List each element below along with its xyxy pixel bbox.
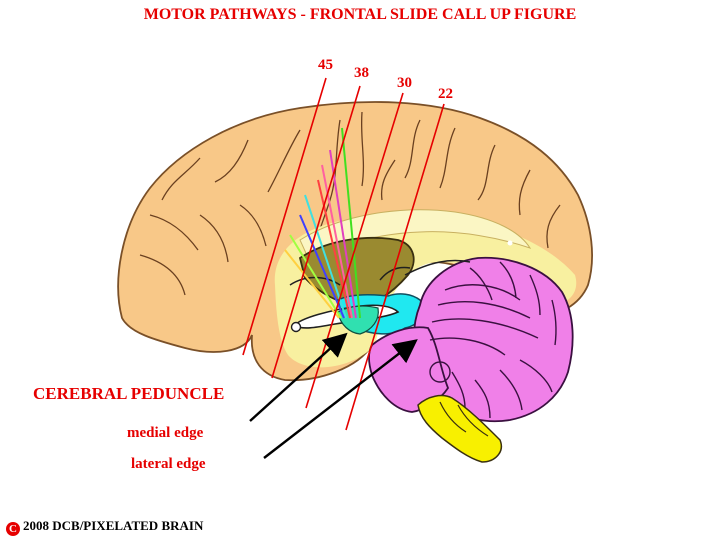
slice-label-22: 22 (438, 86, 453, 102)
slice-line-45 (242, 77, 327, 356)
fiber-red (317, 179, 351, 319)
fiber-blue (299, 214, 345, 319)
tract-end-marker (290, 321, 302, 333)
cerebral-peduncle-label: CEREBRAL PEDUNCLE (33, 384, 225, 403)
lateral-edge-label: lateral edge (131, 456, 206, 472)
fiber-green (341, 127, 361, 319)
fiber-cyan (304, 194, 347, 319)
slice-label-45: 45 (318, 57, 333, 73)
callout-arrows (249, 332, 418, 459)
arrow-lateral-edge (263, 339, 418, 459)
figure-title: MOTOR PATHWAYS - FRONTAL SLIDE CALL UP F… (143, 6, 577, 23)
cerebellar-folia (429, 261, 557, 419)
fiber-lime (289, 234, 342, 319)
slice-label-38: 38 (354, 65, 369, 81)
highlight-dot (507, 240, 513, 246)
slice-line-38 (271, 85, 361, 379)
fiber-pink (321, 164, 353, 319)
fiber-yellow (284, 249, 340, 319)
slice-label-30: 30 (397, 75, 412, 91)
arrow-medial-edge (249, 332, 348, 422)
medulla (417, 394, 502, 463)
slice-line-22 (345, 103, 445, 431)
motor-fibers (284, 127, 361, 319)
medial-edge-label: medial edge (127, 425, 204, 441)
copyright-text: 2008 DCB/PIXELATED BRAIN (23, 518, 204, 533)
fiber-magenta (329, 149, 357, 319)
copyright-icon: C (6, 522, 20, 536)
